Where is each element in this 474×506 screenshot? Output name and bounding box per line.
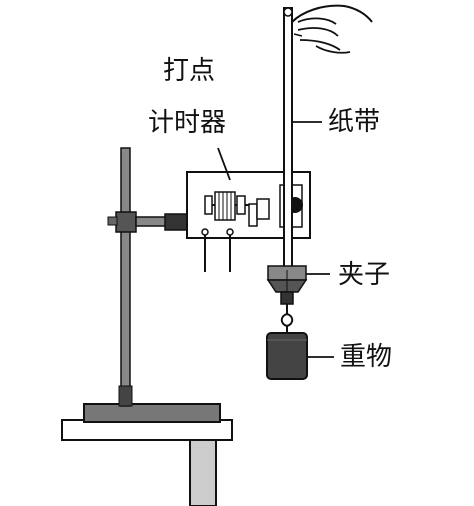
rod-foot (118, 385, 133, 407)
timer-flange (236, 195, 246, 215)
clamp-jaw (164, 213, 190, 231)
tape-clip (266, 265, 308, 305)
hand-outline (291, 4, 373, 23)
timer-clip (248, 203, 258, 227)
table (61, 419, 233, 506)
weight-block (266, 332, 308, 380)
label-timer-line2: 计时器 (148, 108, 227, 138)
label-clip: 夹子 (338, 260, 391, 290)
label-weight: 重物 (340, 342, 393, 372)
terminal-right (226, 228, 234, 236)
label-tape: 纸带 (328, 107, 381, 137)
clamp-arm (135, 216, 167, 227)
timer-armature (256, 198, 270, 220)
leader-lines (217, 121, 334, 358)
terminal-left (201, 228, 209, 236)
shaft-end (204, 195, 213, 215)
weight-assembly (266, 304, 308, 380)
hand-thumb (293, 33, 303, 37)
hand-fingers (297, 17, 351, 54)
boss-clamp (115, 211, 137, 233)
clip-tip (280, 291, 294, 305)
tape-strip (283, 7, 293, 271)
hand (291, 4, 373, 54)
leader-timer (217, 147, 231, 181)
stand-rod (120, 147, 131, 407)
label-timer-line1: 打点 (163, 56, 216, 86)
table-leg (189, 439, 217, 506)
clamp-screw (107, 216, 118, 226)
paper-tape (283, 7, 293, 271)
stand-base (83, 403, 221, 423)
iron-stand (83, 147, 221, 423)
timer-coil (214, 191, 236, 221)
hook (280, 304, 294, 328)
